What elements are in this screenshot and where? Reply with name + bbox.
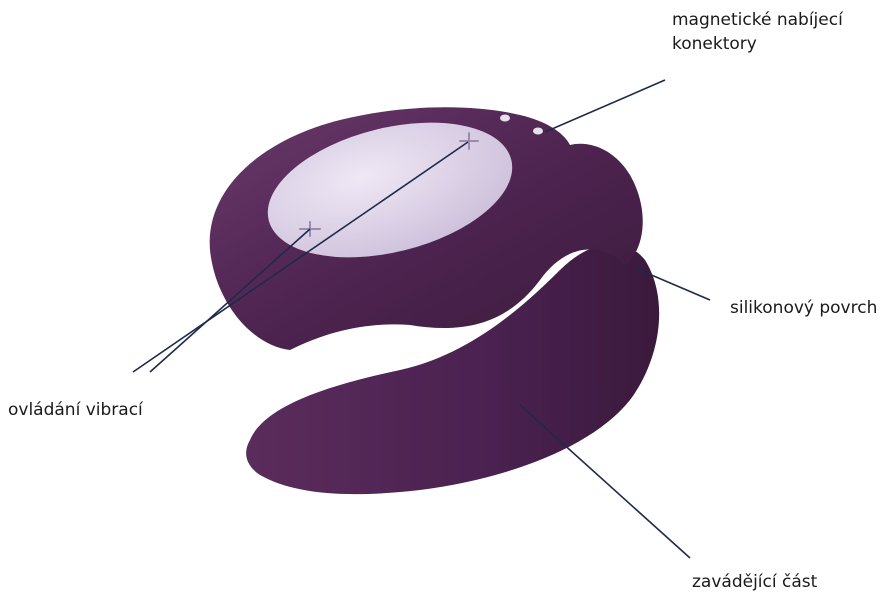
label-insertable-part: zavádějící část [692,570,817,594]
leader-insertable [520,405,690,558]
leader-charging [545,80,665,132]
charging-contact-1 [500,115,510,122]
label-charging-connectors: magnetické nabíjecí konektory [672,8,843,56]
label-charging-line1: magnetické nabíjecí [672,8,843,32]
label-charging-line2: konektory [672,32,843,56]
label-vibration-control: ovládání vibrací [8,398,143,422]
label-silicone-surface: silikonový povrch [730,296,877,320]
charging-contact-2 [533,128,543,135]
